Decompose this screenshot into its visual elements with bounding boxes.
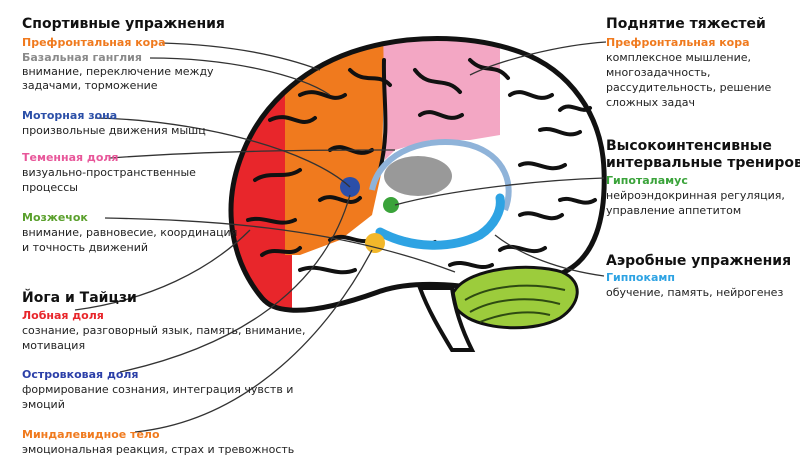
cerebellum-region [450, 265, 579, 330]
amygdala-desc-1: эмоциональная реакция, страх и тревожнос… [22, 443, 295, 456]
insula-desc-2: эмоций [22, 398, 65, 411]
frontal-desc-2: мотивация [22, 339, 86, 352]
basal-ganglia-region [384, 156, 452, 196]
weights-desc-2: многозадачность, [606, 66, 711, 79]
weights-title: Поднятие тяжестей [606, 16, 766, 32]
parietal-lobe-region [383, 38, 500, 160]
brain-stem [417, 286, 476, 352]
sports-prefrontal-label: Префронтальная кора [22, 36, 166, 49]
hypothalamus-marker [383, 197, 399, 213]
cerebellum-folds [464, 284, 566, 323]
parietal-desc-1: визуально-пространственные [22, 166, 196, 179]
cerebellum-desc-2: и точность движений [22, 241, 149, 254]
cerebellum-desc-1: внимание, равновесие, координация [22, 226, 238, 239]
weights-desc-1: комплексное мышление, [606, 51, 751, 64]
amygdala-marker [365, 233, 385, 253]
brain-outline [228, 36, 607, 313]
cerebellum-label: Мозжечок [22, 211, 88, 224]
connector-lines [74, 41, 607, 433]
sports-desc-2: задачами, торможение [22, 79, 158, 92]
aerobic-title: Аэробные упражнения [606, 253, 792, 269]
insula-label: Островковая доля [22, 368, 139, 381]
frontal-label: Лобная доля [22, 309, 104, 322]
frontal-desc-1: сознание, разговорный язык, память, вним… [22, 324, 306, 337]
parietal-desc-2: процессы [22, 181, 78, 194]
weights-prefrontal-label: Префронтальная кора [606, 36, 750, 49]
yoga-title: Йога и Тайцзи [22, 290, 137, 306]
weights-desc-3: рассудительность, решение [606, 81, 772, 94]
hiit-title-1: Высокоинтенсивные [606, 138, 772, 154]
aerobic-desc-1: обучение, память, нейрогенез [606, 286, 784, 299]
hippocampus-label: Гиппокамп [606, 271, 675, 284]
amygdala-label: Миндалевидное тело [22, 428, 160, 441]
weights-desc-4: сложных задач [606, 96, 696, 109]
hypothalamus-label: Гипоталамус [606, 174, 688, 187]
limbic-ring [369, 139, 512, 212]
motor-desc-1: произвольные движения мышц [22, 124, 206, 137]
parietal-label: Теменная доля [22, 151, 119, 164]
sports-desc-1: внимание, переключение между [22, 65, 214, 78]
hiit-desc-2: управление аппетитом [606, 204, 742, 217]
motor-zone-label: Моторная зона [22, 109, 118, 122]
hippocampus-region [375, 193, 505, 250]
hiit-title-2: интервальные тренировки [606, 155, 800, 171]
insula-desc-1: формирование сознания, интеграция чувств… [22, 383, 294, 396]
sports-title: Спортивные упражнения [22, 16, 225, 32]
sports-basal-label: Базальная ганглия [22, 51, 142, 64]
hiit-desc-1: нейроэндокринная регуляция, [606, 189, 785, 202]
